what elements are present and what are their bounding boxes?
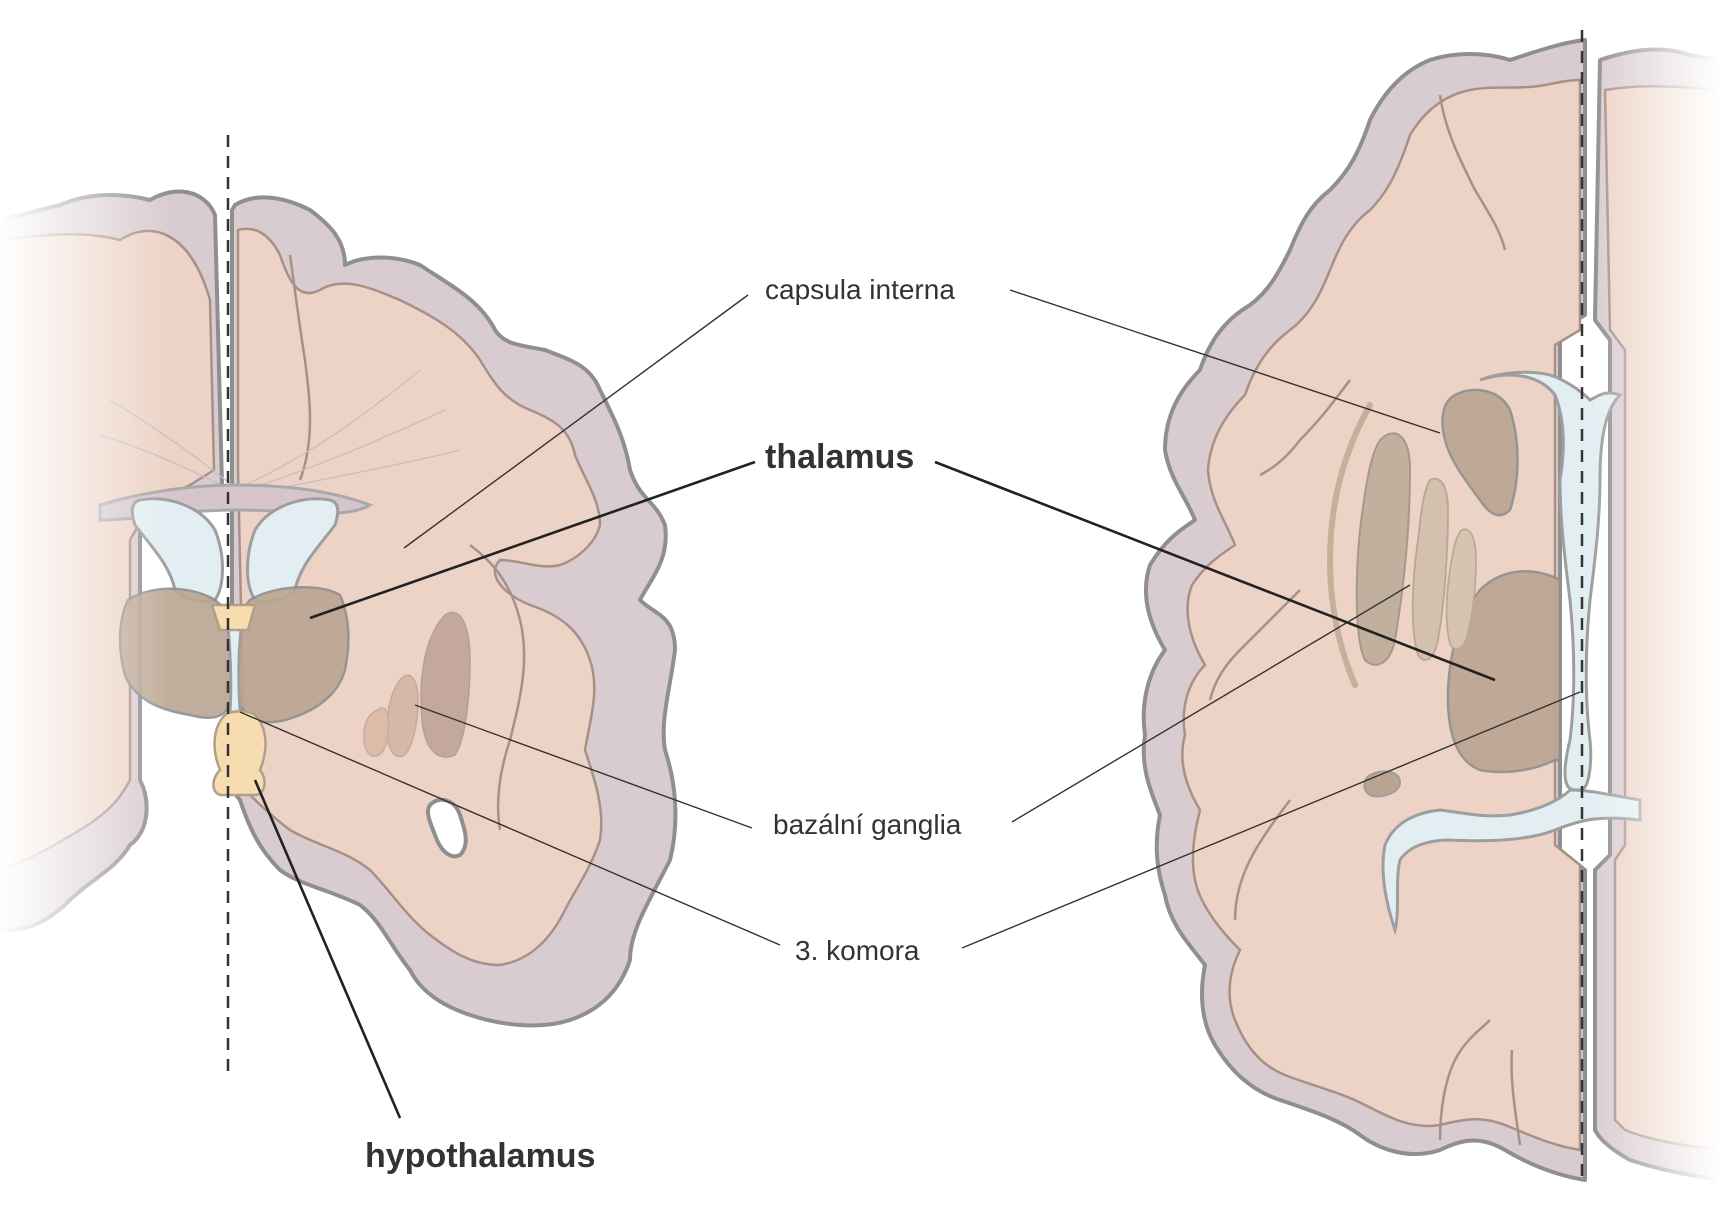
leader-lines (239, 289, 1581, 1119)
leader-bazalni-ganglia-right (1011, 584, 1411, 823)
left-edge-fade (0, 0, 170, 1223)
leader-komora-right (961, 691, 1581, 949)
labels: capsula interna thalamus bazální ganglia… (365, 274, 962, 1175)
label-hypothalamus: hypothalamus (365, 1137, 595, 1175)
right-edge-fade (1590, 0, 1718, 1223)
label-bazalni-ganglia: bazální ganglia (773, 809, 962, 840)
left-section-white-matter (236, 227, 603, 967)
leader-capsula-interna-right (1009, 289, 1441, 434)
leader-komora-left (239, 711, 781, 946)
thalamus-right (236, 586, 350, 724)
leader-thalamus-right (934, 460, 1496, 682)
basal-ganglia-globus (386, 674, 419, 758)
claustrum (1326, 402, 1373, 688)
leader-thalamus-left (309, 460, 756, 620)
left-section-sulcus (469, 544, 526, 831)
hypothalamus-region (210, 603, 257, 632)
left-section-sulcus (288, 254, 312, 481)
leader-bazalni-ganglia-left (414, 704, 753, 829)
label-thalamus: thalamus (765, 438, 914, 476)
caudate-nucleus (1441, 388, 1519, 517)
right-globus-pallidus-medial (1445, 528, 1477, 650)
right-putamen (1355, 432, 1412, 666)
label-3-komora: 3. komora (795, 935, 920, 966)
label-capsula-interna: capsula interna (765, 274, 955, 305)
right-globus-pallidus-lateral (1411, 477, 1449, 661)
leader-capsula-interna-left (403, 294, 749, 549)
hypothalamus-region-lower (212, 710, 267, 797)
basal-ganglia-globus-medial (362, 707, 390, 758)
thalamus-right-section (1446, 570, 1562, 774)
leader-hypothalamus (253, 779, 402, 1119)
